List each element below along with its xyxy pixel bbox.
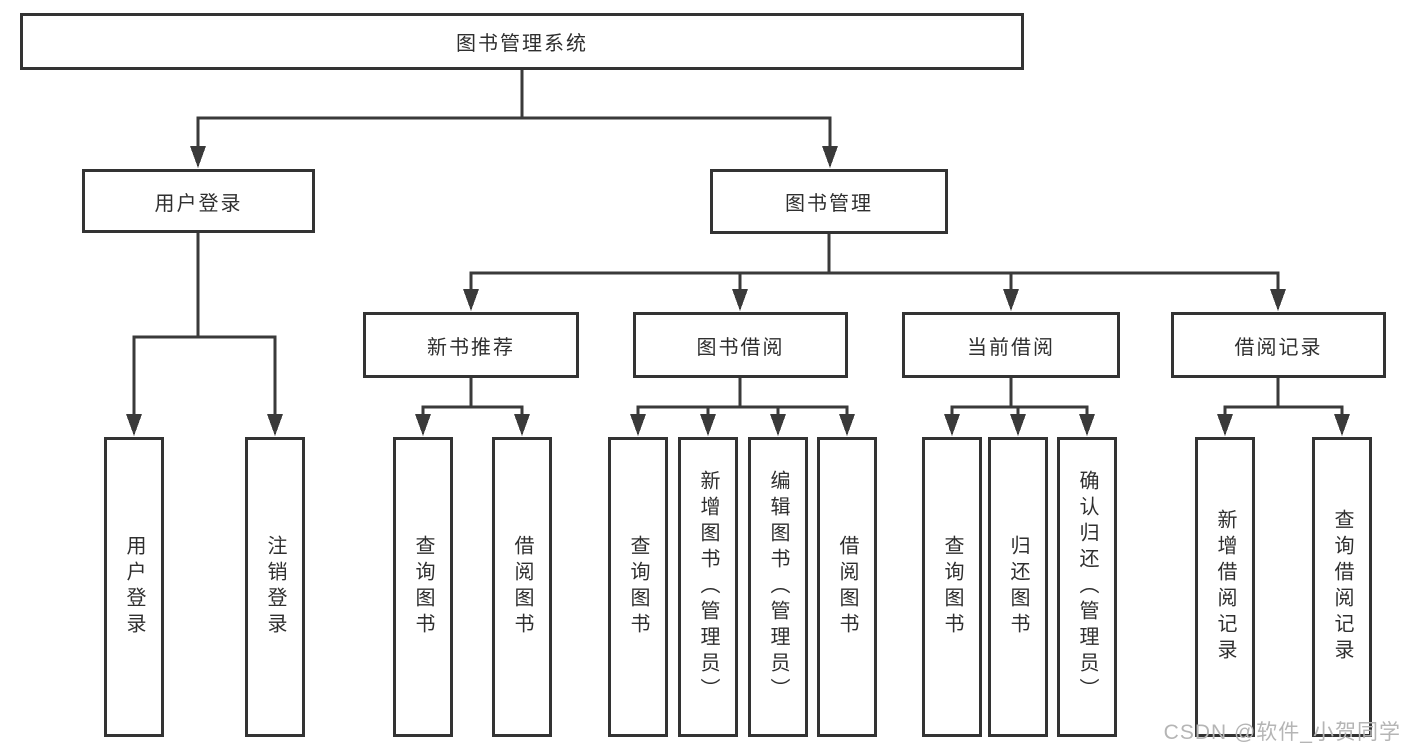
- leaf-borrow-books: 借阅图书: [817, 437, 877, 737]
- node-book-management: 图书管理: [710, 169, 948, 234]
- node-library-system: 图书管理系统: [20, 13, 1024, 70]
- node-current-borrow: 当前借阅: [902, 312, 1120, 378]
- leaf-logout: 注销登录: [245, 437, 305, 737]
- node-book-borrow: 图书借阅: [633, 312, 848, 378]
- leaf-borrow-books-recommend: 借阅图书: [492, 437, 552, 737]
- leaf-query-books-borrow: 查询图书: [608, 437, 668, 737]
- node-user-login: 用户登录: [82, 169, 315, 233]
- leaf-edit-book-admin: 编辑图书（管理员）: [748, 437, 808, 737]
- leaf-add-borrow-record: 新增借阅记录: [1195, 437, 1255, 737]
- leaf-query-books-recommend: 查询图书: [393, 437, 453, 737]
- node-borrow-records: 借阅记录: [1171, 312, 1386, 378]
- csdn-watermark: CSDN @软件_小贺同学: [1163, 721, 1401, 744]
- leaf-return-books: 归还图书: [988, 437, 1048, 737]
- node-new-book-recommend: 新书推荐: [363, 312, 579, 378]
- leaf-query-books-current: 查询图书: [922, 437, 982, 737]
- leaf-confirm-return-admin: 确认归还（管理员）: [1057, 437, 1117, 737]
- leaf-user-login: 用户登录: [104, 437, 164, 737]
- leaf-query-borrow-record: 查询借阅记录: [1312, 437, 1372, 737]
- leaf-add-book-admin: 新增图书（管理员）: [678, 437, 738, 737]
